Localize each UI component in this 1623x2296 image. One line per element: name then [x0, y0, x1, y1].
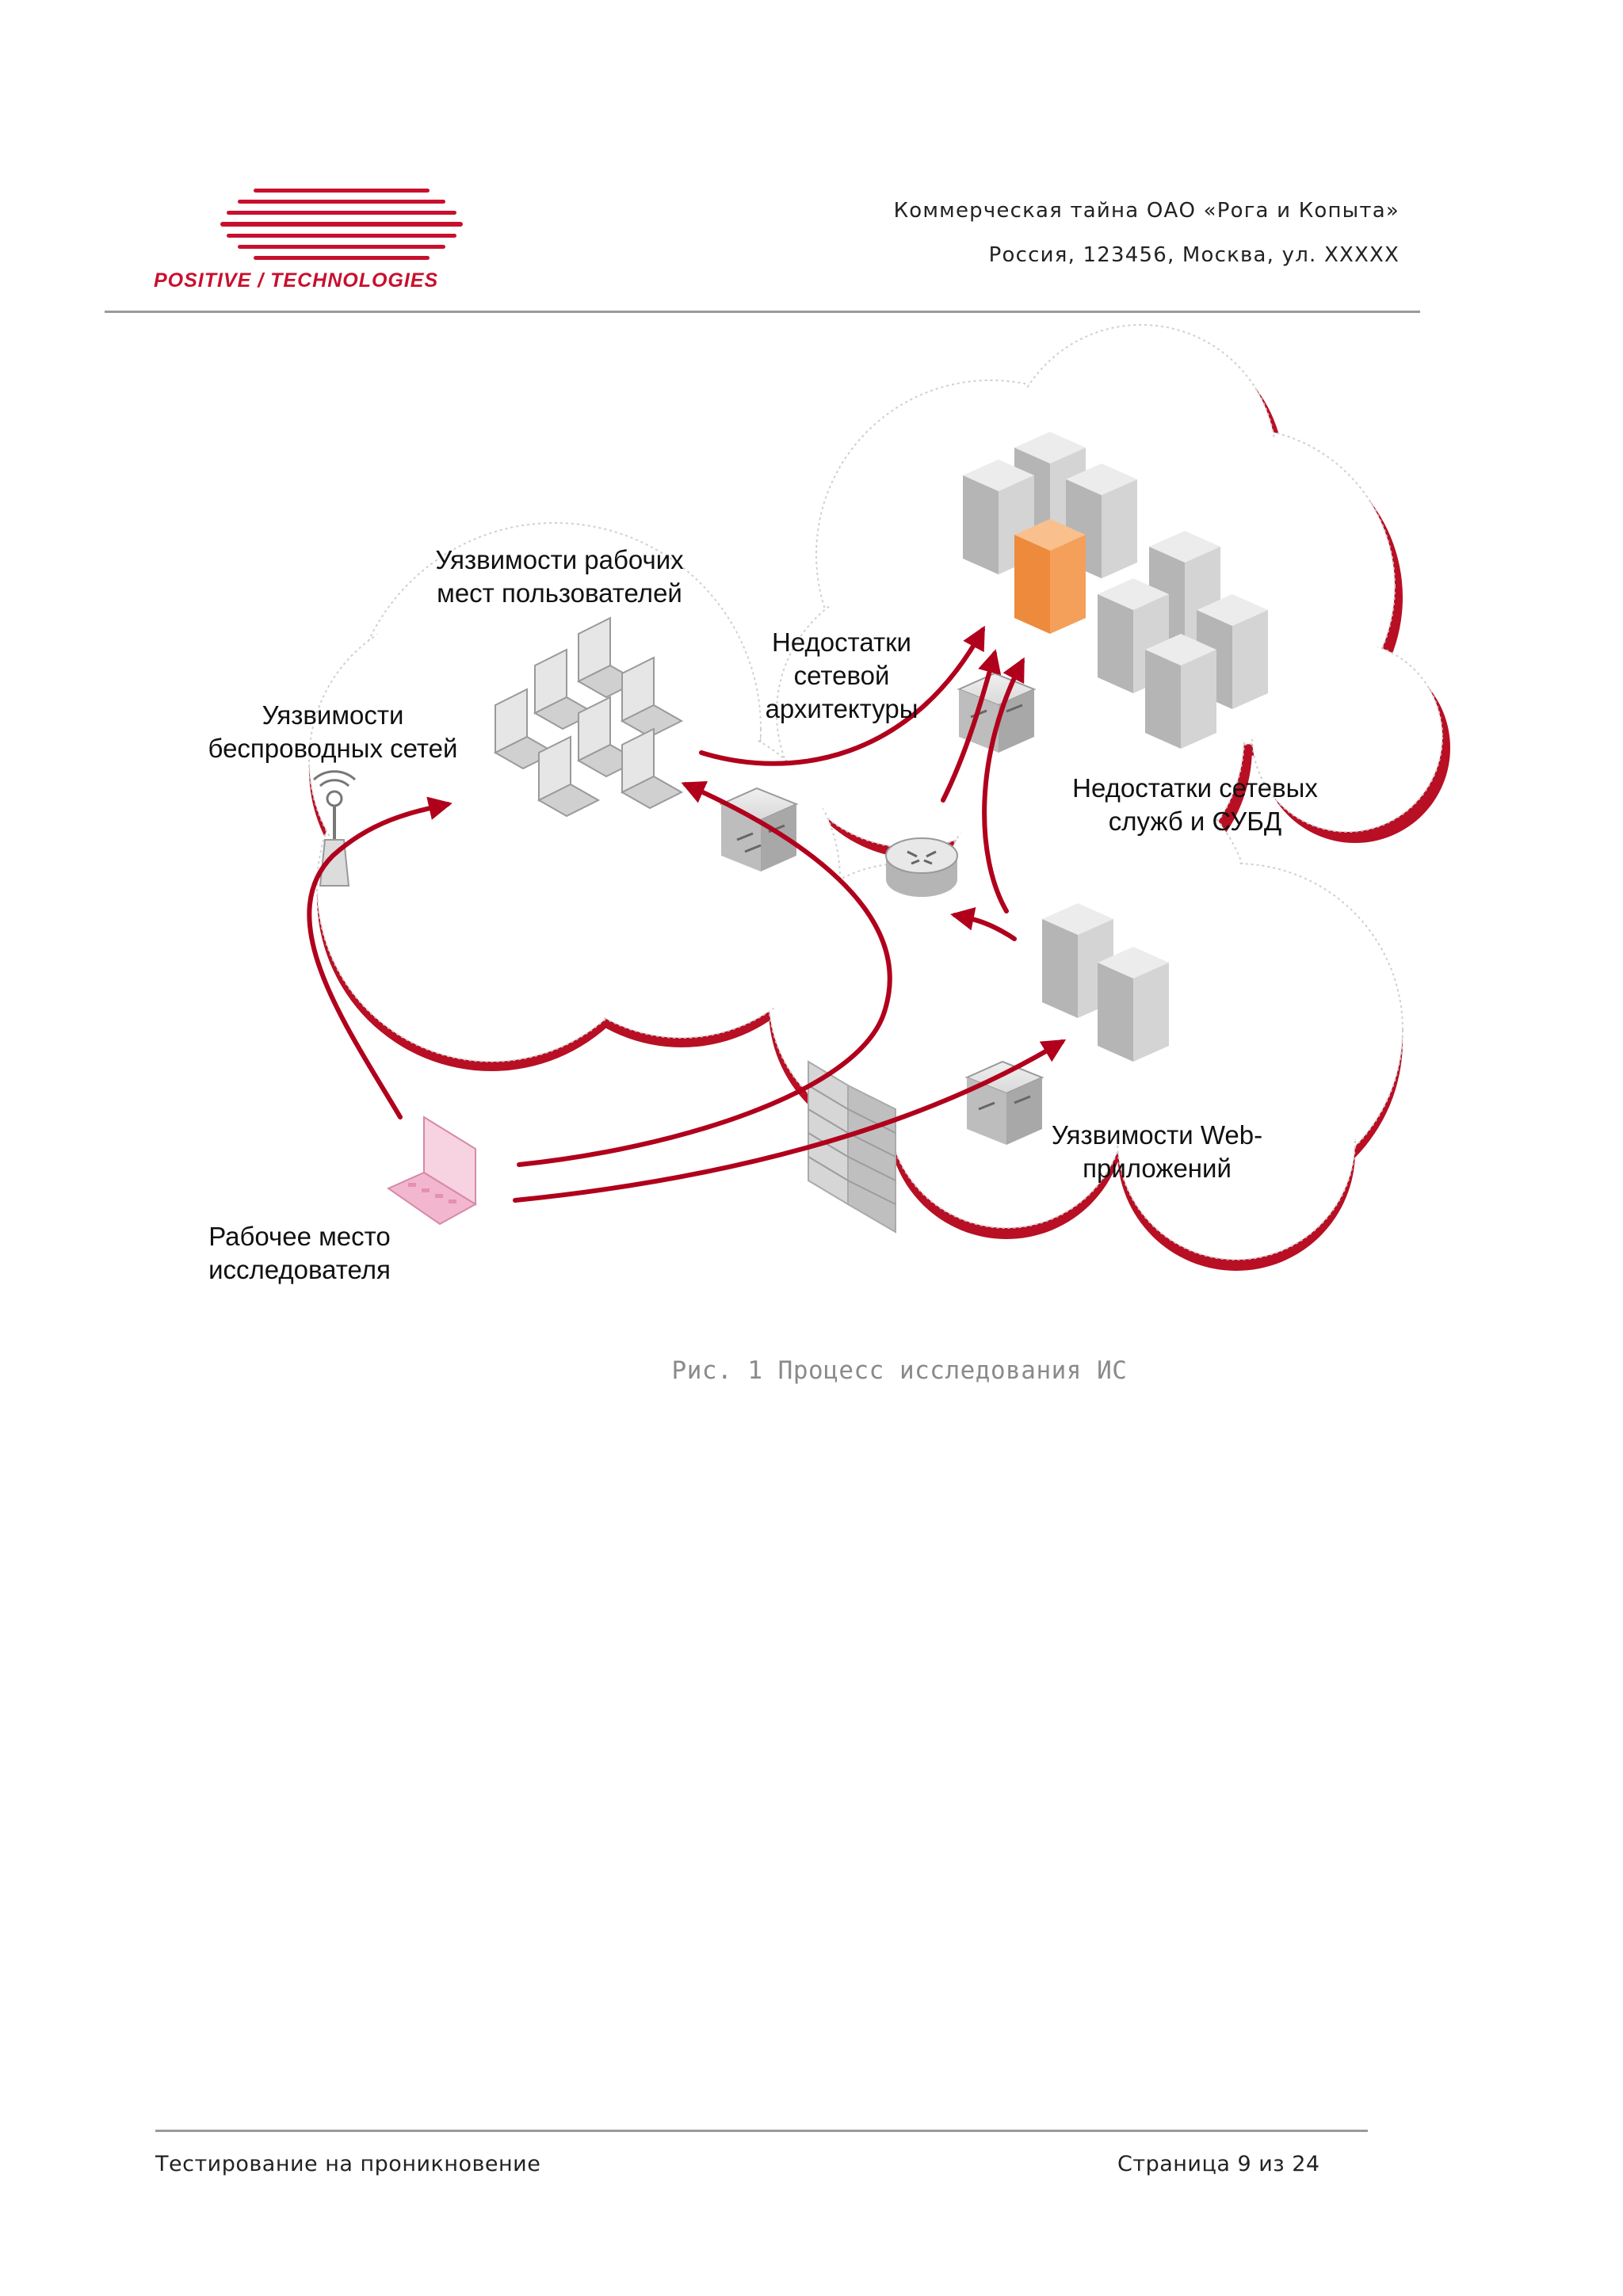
switch-icon [964, 1060, 1044, 1145]
header-address: Россия, 123456, Москва, ул. XXXXX [988, 243, 1400, 267]
router-icon [885, 837, 958, 897]
label-web-apps-text: Уязвимости Web-приложений [1051, 1120, 1263, 1183]
label-web-apps: Уязвимости Web-приложений [1052, 1119, 1262, 1185]
laptop-icon [533, 648, 597, 730]
logo-stripes-icon [220, 189, 463, 260]
figure-caption: Рис. 1 Процесс исследования ИС [671, 1356, 1128, 1385]
server-cluster [963, 432, 1268, 749]
logo-text: POSITIVE / TECHNOLOGIES [154, 269, 439, 292]
researcher-laptop-icon [386, 1116, 477, 1226]
laptop-icon [537, 735, 601, 818]
diagram-canvas [307, 324, 1450, 1271]
footer-page-number: Страница 9 из 24 [1117, 2152, 1320, 2176]
header-confidential: Коммерческая тайна ОАО «Рога и Копыта» [893, 199, 1400, 223]
company-logo: POSITIVE / TECHNOLOGIES [151, 184, 531, 303]
header-divider [105, 311, 1420, 313]
footer-document-title: Тестирование на проникновение [155, 2152, 541, 2176]
attack-paths [307, 625, 1067, 1203]
server-icon [963, 460, 1034, 574]
server-icon [1145, 634, 1216, 749]
document-header: Коммерческая тайна ОАО «Рога и Копыта» Р… [894, 189, 1400, 277]
laptop-icon [620, 656, 684, 738]
workstation-cluster [493, 616, 684, 818]
laptop-icon [493, 688, 557, 770]
server-icon [1066, 463, 1137, 578]
web-server-pair [1042, 903, 1169, 1062]
footer-divider [155, 2130, 1368, 2132]
server-icon [1098, 947, 1169, 1062]
switch-icon [719, 787, 799, 871]
server-highlighted-icon [1014, 519, 1086, 634]
